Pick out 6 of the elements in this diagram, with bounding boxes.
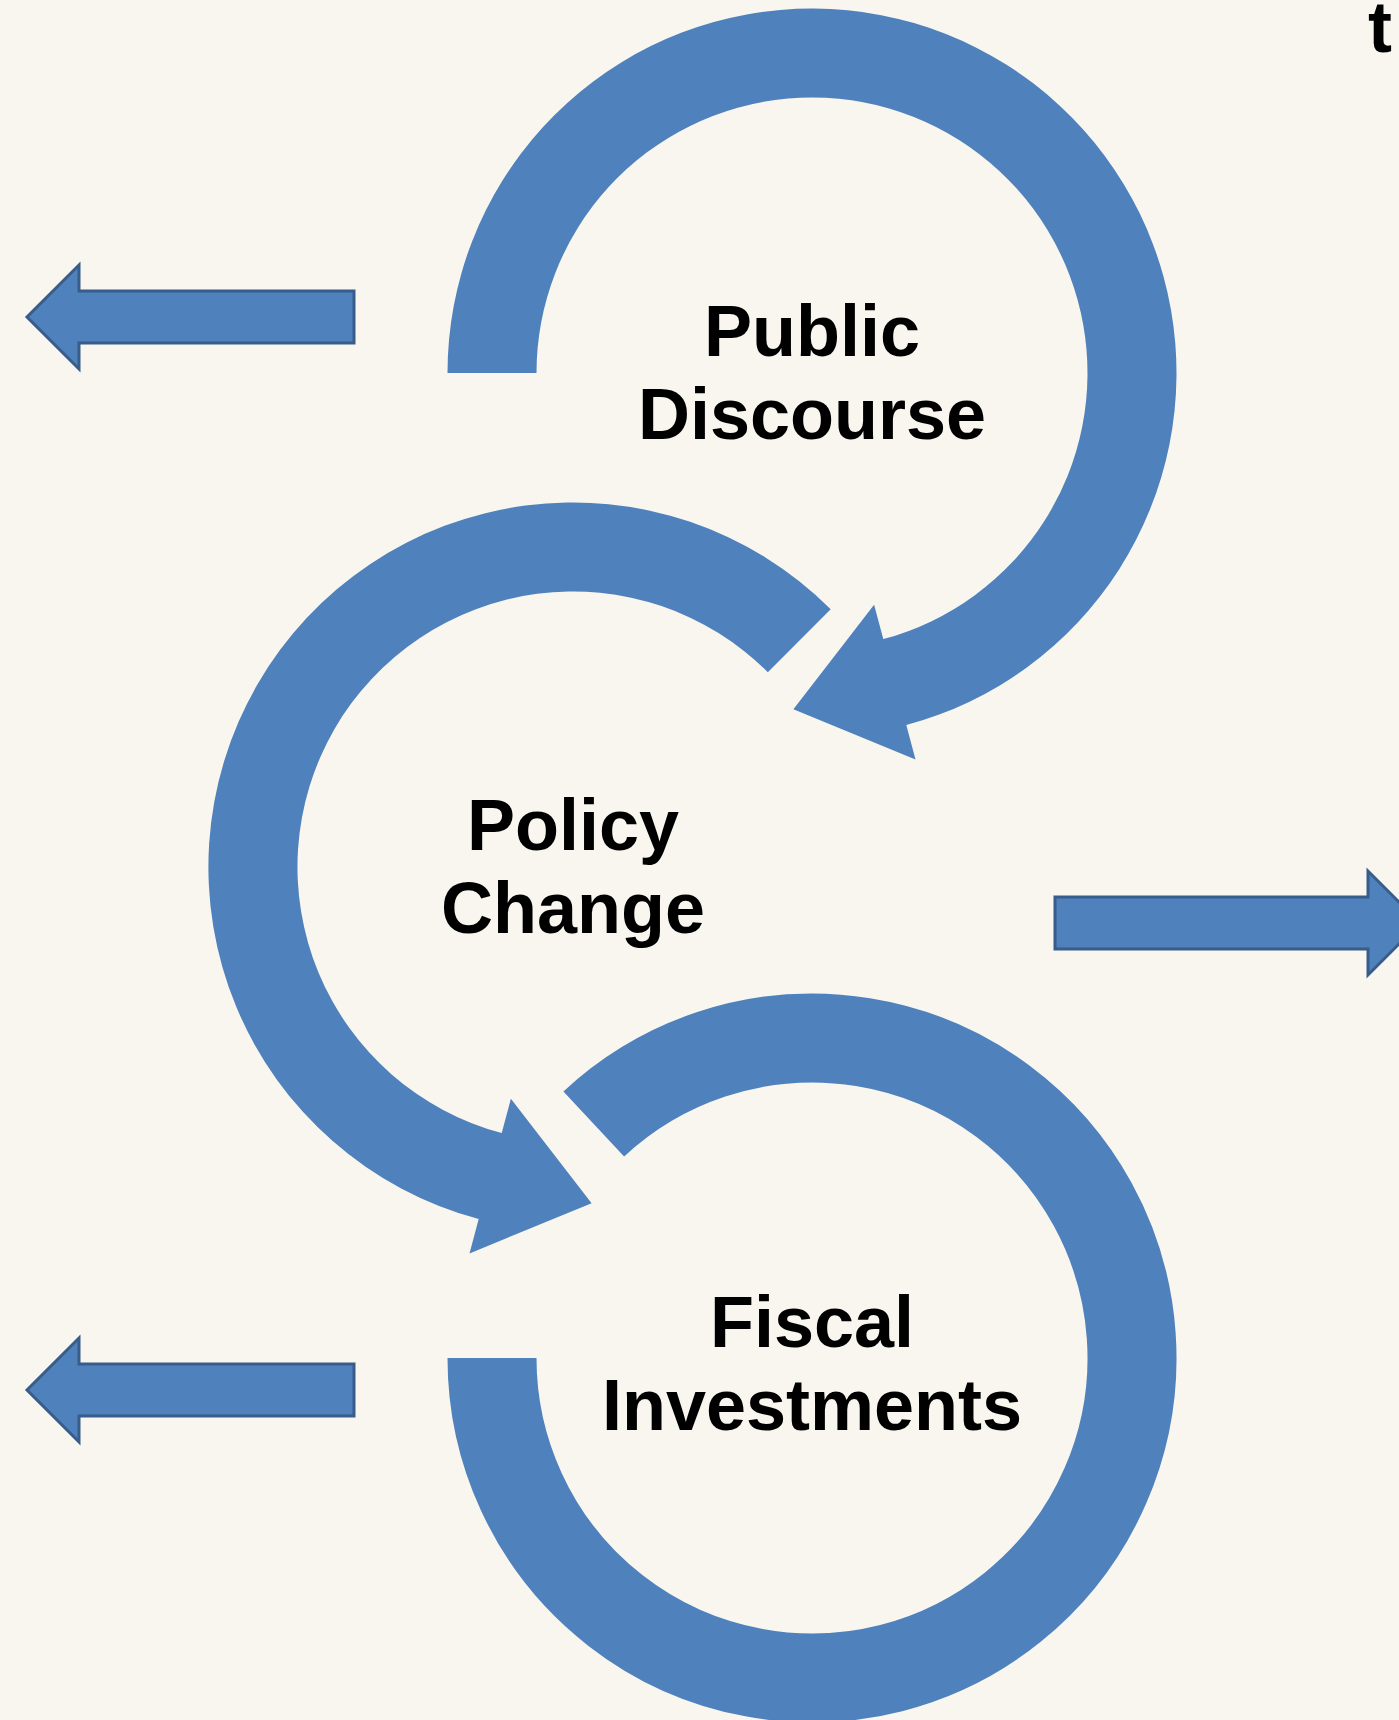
curved-arrow — [447, 8, 1177, 760]
cropped-text: t — [1368, 0, 1392, 69]
node-label: Policy Change — [440, 784, 706, 950]
node-label: Fiscal Investments — [600, 1281, 1024, 1447]
node-label: Public Discourse — [636, 290, 988, 456]
curved-arrow — [208, 502, 831, 1254]
